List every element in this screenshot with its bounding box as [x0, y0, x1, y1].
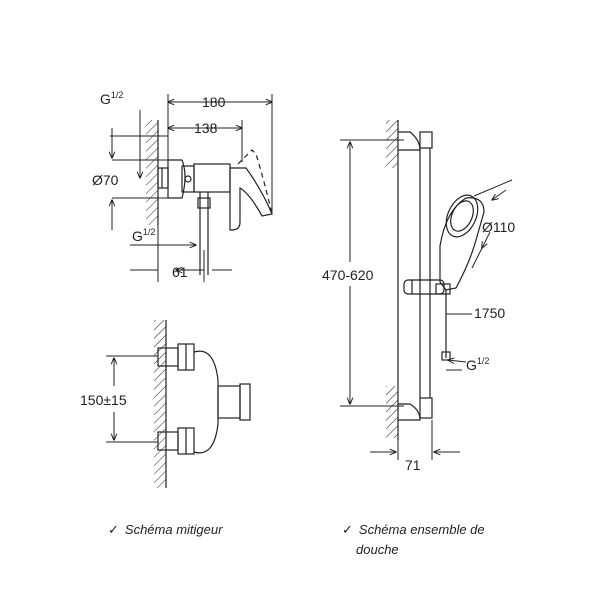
mixer-width-body-label: 138 [194, 120, 218, 136]
shower-hose-length-label: 1750 [474, 305, 505, 321]
shower-caption: ✓ Schéma ensemble de douche [342, 520, 485, 560]
mixer-thread-top-label: G1/2 [100, 90, 123, 107]
mixer-thread-bottom-label: G1/2 [132, 227, 155, 244]
wall-hatch [146, 120, 158, 225]
shower-dimensions [340, 139, 513, 460]
mixer-diameter-label: Ø70 [92, 172, 119, 188]
check-icon: ✓ [342, 522, 353, 537]
shower-head-diameter-label: Ø110 [482, 219, 515, 235]
mixer-width-total-label: 180 [202, 94, 226, 110]
mixer-caption-text: Schéma mitigeur [124, 522, 223, 537]
mixer-offset-label: 61 [172, 264, 188, 280]
shower-set-view [386, 120, 485, 440]
mixer-spacing-label: 150±15 [80, 392, 127, 408]
mixer-front-view [106, 320, 251, 488]
shower-caption-line2: douche [356, 542, 399, 557]
check-icon: ✓ [108, 522, 119, 537]
mixer-caption: ✓ Schéma mitigeur [108, 520, 222, 540]
mixer-top-view [146, 120, 273, 275]
shower-wall-offset-label: 71 [405, 457, 421, 473]
shower-height-label: 470-620 [322, 267, 374, 283]
shower-caption-line1: Schéma ensemble de [358, 522, 485, 537]
shower-thread-label: G1/2 [466, 356, 489, 373]
mixer-top-dimensions [110, 94, 272, 282]
